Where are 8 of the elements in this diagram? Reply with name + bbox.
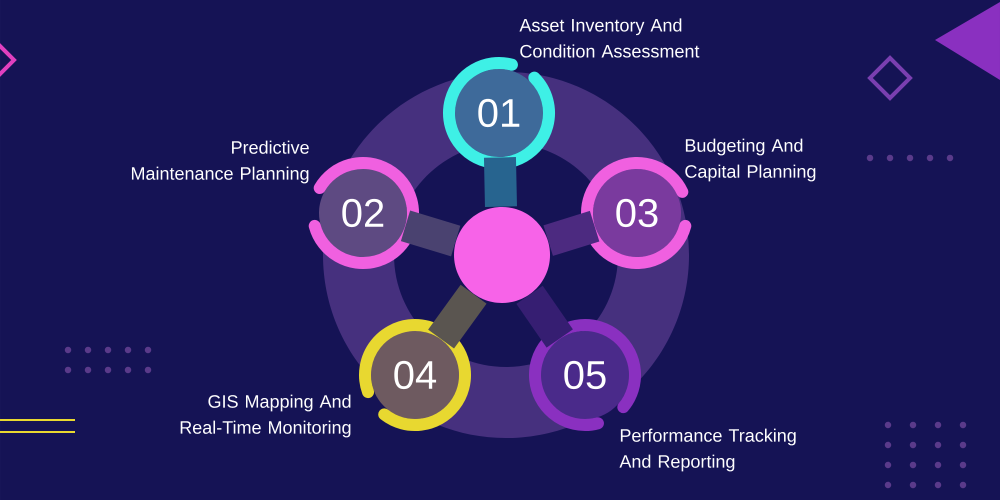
step-label: Asset Inventory And Condition Assessment [519, 18, 700, 58]
hub-circle [454, 207, 550, 303]
step-label: Predictive Maintenance Planning [132, 140, 309, 184]
connector-band [400, 210, 460, 256]
step-label: GIS Mapping And Real-Time Monitoring [180, 394, 350, 438]
connector-band [428, 284, 487, 348]
connector-band [543, 210, 600, 256]
step-label: Performance Tracking And Reporting [619, 428, 796, 472]
